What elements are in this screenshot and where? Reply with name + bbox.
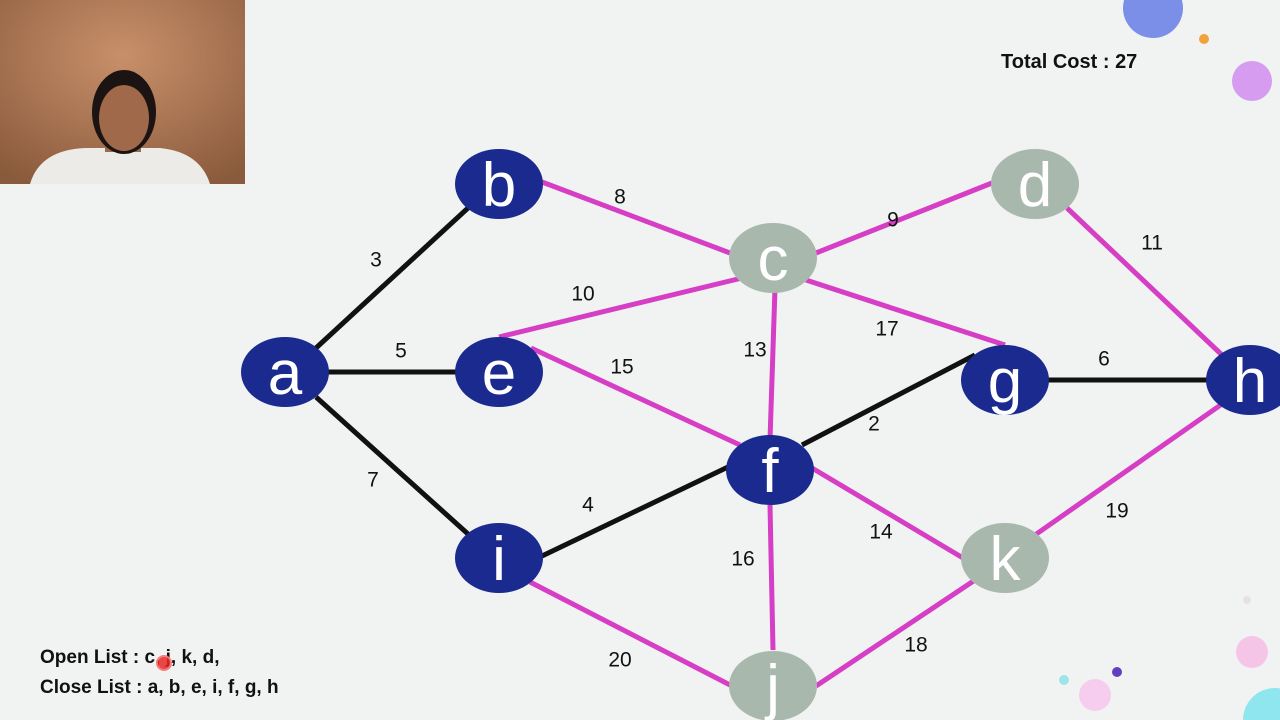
- webcam-overlay: [0, 0, 245, 184]
- bubble-decoration: [1123, 0, 1183, 38]
- edge-k-h: [1033, 401, 1224, 538]
- node-c: c: [729, 223, 817, 294]
- edge-i-f: [540, 464, 730, 559]
- bubble-decoration: [1243, 596, 1251, 604]
- node-shape-b: [455, 149, 543, 219]
- node-b: b: [455, 149, 543, 220]
- pointer-cursor-icon: [156, 655, 172, 671]
- edge-weight-i-f: 4: [582, 494, 594, 517]
- edge-weight-e-f: 15: [610, 356, 633, 379]
- node-label-e: e: [482, 339, 516, 408]
- weight-label-layer: 3 5 7 4 2 6 8 9 11 10 13 17 15 14 16 20 18 19: [367, 186, 1163, 672]
- close-list-row: Close List : a, b, e, i, f, g, h: [40, 673, 279, 703]
- bubble-decoration: [1236, 636, 1268, 668]
- node-label-j: j: [764, 653, 780, 720]
- node-shape-f: [726, 435, 814, 505]
- edge-weight-f-g: 2: [868, 413, 880, 436]
- edge-d-h: [1065, 206, 1224, 357]
- edge-weight-c-g: 17: [875, 318, 898, 341]
- node-label-g: g: [988, 347, 1022, 416]
- node-label-i: i: [492, 525, 506, 594]
- edge-weight-f-j: 16: [731, 548, 754, 571]
- node-h: h: [1206, 345, 1280, 416]
- close-list-items: a, b, e, i, f, g, h: [147, 677, 279, 698]
- node-j: j: [729, 651, 817, 720]
- close-list-label: Close List :: [40, 677, 143, 698]
- node-label-b: b: [482, 151, 516, 220]
- node-shape-h: [1206, 345, 1280, 415]
- edge-f-j: [767, 504, 776, 651]
- node-label-f: f: [761, 437, 779, 506]
- edge-a-i: [314, 395, 470, 536]
- node-shape-g: [961, 345, 1049, 415]
- edge-e-f: [529, 345, 742, 448]
- bubble-decoration: [1199, 34, 1209, 44]
- bubble-decoration: [1059, 675, 1069, 685]
- node-f: f: [726, 435, 814, 506]
- edge-layer: [314, 179, 1224, 689]
- edge-e-c: [498, 275, 743, 340]
- edge-weight-f-k: 14: [869, 521, 893, 544]
- edge-weight-k-h: 19: [1105, 500, 1128, 523]
- node-label-d: d: [1018, 151, 1052, 220]
- node-label-a: a: [268, 339, 303, 408]
- webcam-person-image: [0, 0, 245, 184]
- edge-weight-a-i: 7: [367, 469, 379, 492]
- node-layer: a b c d e f g h i j k: [241, 149, 1280, 720]
- edge-weight-i-j: 20: [608, 649, 631, 672]
- edge-c-f: [767, 287, 778, 441]
- total-cost-label: Total Cost : 27: [1001, 51, 1138, 73]
- edge-weight-c-d: 9: [887, 209, 899, 232]
- node-shape-i: [455, 523, 543, 593]
- bubble-decoration: [1243, 688, 1280, 720]
- edge-b-c: [541, 179, 731, 256]
- bubble-decoration: [1112, 667, 1122, 677]
- edge-weight-a-b: 3: [370, 249, 382, 272]
- open-list-label: Open List :: [40, 647, 140, 668]
- edge-weight-g-h: 6: [1098, 348, 1110, 371]
- decorative-bubbles: [1059, 0, 1280, 720]
- edge-a-b: [314, 206, 470, 350]
- node-i: i: [455, 523, 543, 594]
- edge-weight-d-h: 11: [1141, 232, 1163, 255]
- node-label-k: k: [990, 525, 1022, 594]
- edge-j-k: [814, 577, 977, 689]
- edge-c-g: [805, 277, 1006, 348]
- node-shape-a: [241, 337, 329, 407]
- node-label-c: c: [758, 225, 789, 294]
- node-shape-e: [455, 337, 543, 407]
- node-d: d: [991, 149, 1079, 220]
- edge-weight-c-f: 13: [743, 339, 766, 362]
- edge-weight-b-c: 8: [614, 186, 626, 209]
- node-e: e: [455, 337, 543, 408]
- edge-i-j: [528, 579, 734, 689]
- node-shape-c: [729, 223, 817, 293]
- node-shape-j: [729, 651, 817, 720]
- edge-weight-a-e: 5: [395, 340, 407, 363]
- edge-c-d: [815, 180, 993, 256]
- node-k: k: [961, 523, 1049, 594]
- edge-weight-e-c: 10: [571, 283, 594, 306]
- node-g: g: [961, 345, 1049, 416]
- edge-f-g: [800, 352, 977, 448]
- node-a: a: [241, 337, 329, 408]
- open-list-row: Open List : c, j, k, d,: [40, 643, 279, 673]
- node-shape-d: [991, 149, 1079, 219]
- search-lists: Open List : c, j, k, d, Close List : a, …: [40, 643, 279, 703]
- edge-weight-j-k: 18: [904, 634, 927, 657]
- bubble-decoration: [1079, 679, 1111, 711]
- node-label-h: h: [1233, 347, 1267, 416]
- node-shape-k: [961, 523, 1049, 593]
- bubble-decoration: [1232, 61, 1272, 101]
- edge-f-k: [810, 465, 965, 561]
